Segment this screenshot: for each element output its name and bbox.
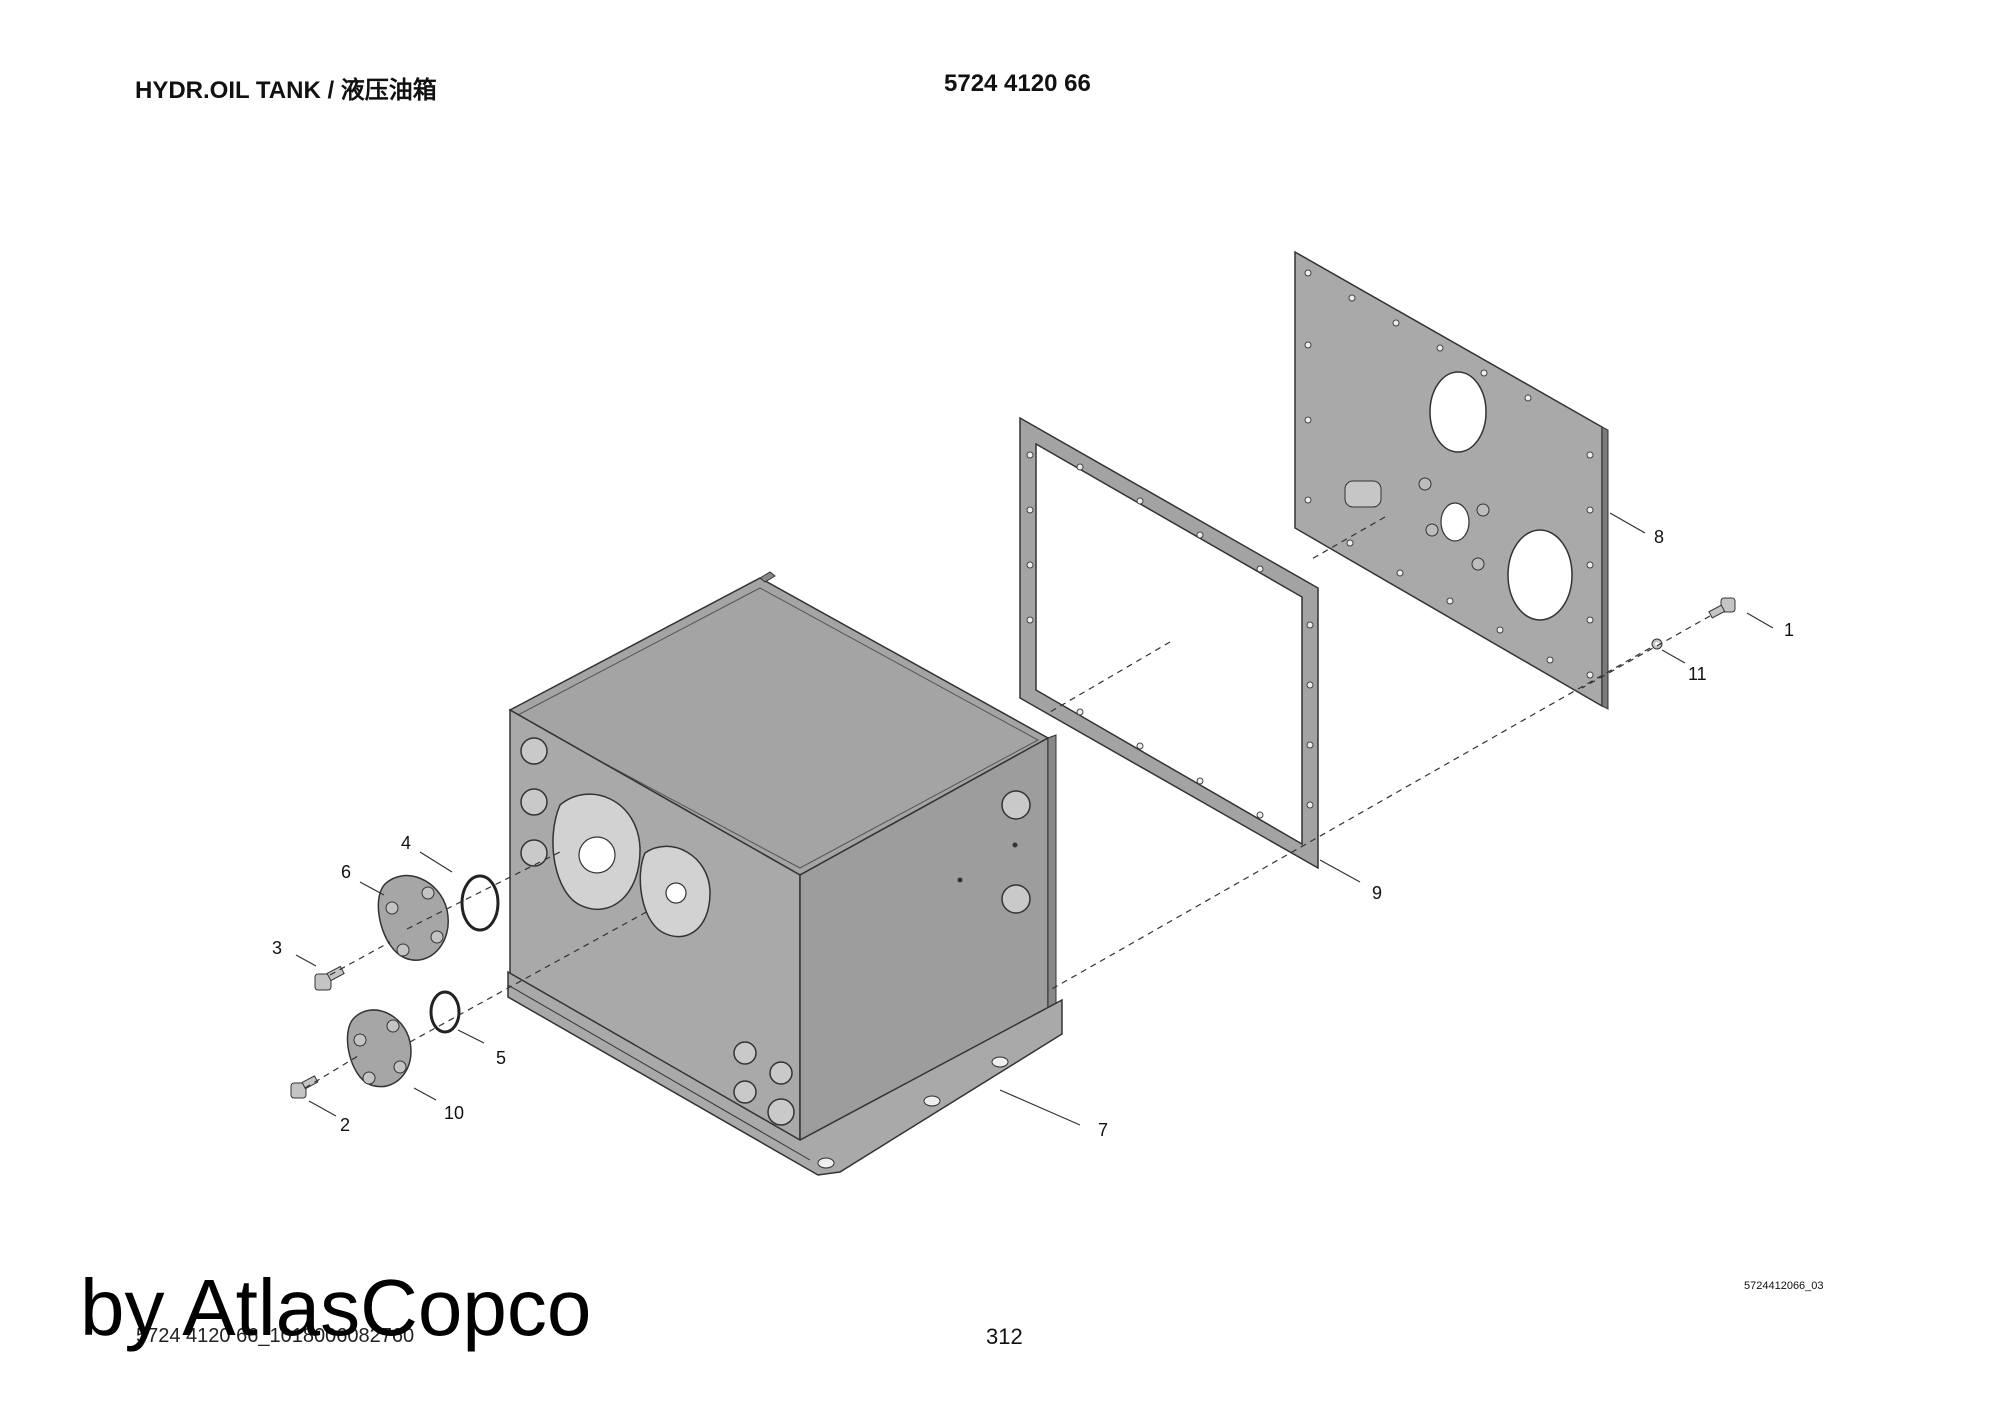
bolt-2 [290, 1075, 319, 1099]
bolt-1 [1708, 597, 1736, 619]
callout-9: 9 [1372, 883, 1382, 903]
upper-o-ring [460, 874, 500, 932]
leader-lines [295, 512, 1774, 1126]
callout-3: 3 [272, 938, 282, 958]
page-title: HYDR.OIL TANK / 液压油箱 [135, 77, 437, 104]
tank-body [507, 571, 1063, 1176]
callout-11: 11 [1688, 664, 1707, 684]
lower-flange-plate [346, 1009, 412, 1088]
callout-10: 10 [444, 1103, 464, 1123]
callout-2: 2 [340, 1115, 350, 1135]
cover-plate [1294, 250, 1609, 710]
callout-4: 4 [401, 833, 411, 853]
callout-5: 5 [496, 1048, 506, 1068]
page-number: 312 [986, 1324, 1023, 1349]
assembly-lines [304, 516, 1711, 1089]
lower-o-ring [429, 990, 461, 1034]
upper-flange-plate [377, 874, 449, 961]
bolt-3 [314, 965, 345, 991]
callout-7: 7 [1098, 1120, 1108, 1140]
watermark: by AtlasCopco [80, 1263, 592, 1352]
part-number: 5724 4120 66 [944, 70, 1091, 97]
callout-labels: 1 2 3 4 5 6 7 8 9 10 11 [272, 527, 1794, 1140]
gasket [1019, 416, 1319, 870]
drawing-id: 5724412066_03 [1744, 1280, 1824, 1292]
callout-6: 6 [341, 862, 351, 882]
document-reference: 5724 4120 66_1018006082760 [136, 1325, 415, 1347]
callout-8: 8 [1654, 527, 1664, 547]
callout-1: 1 [1784, 620, 1794, 640]
